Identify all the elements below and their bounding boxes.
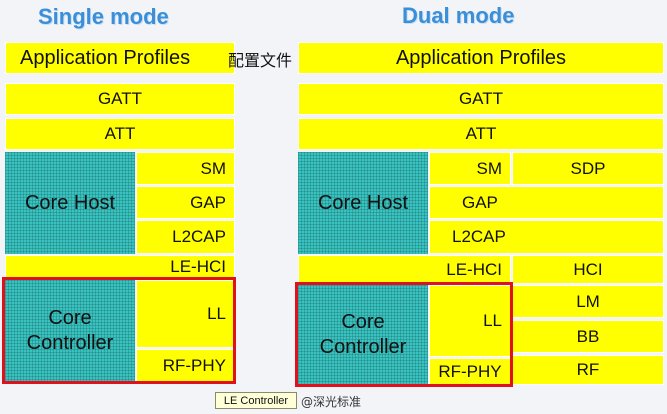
dual-l2cap: L2CAP <box>429 220 664 254</box>
watermark: @深光标准 <box>301 395 362 409</box>
single-controller-highlight <box>2 277 236 384</box>
dual-rf-phy: RF-PHY <box>429 358 511 385</box>
dual-sdp: SDP <box>512 152 664 185</box>
dual-core-host: Core Host <box>298 152 428 254</box>
single-gatt: GATT <box>5 83 235 115</box>
dual-att: ATT <box>298 118 664 150</box>
dual-bb: BB <box>512 320 664 353</box>
single-mode-title: Single mode <box>38 4 169 29</box>
dual-controller-highlight <box>295 282 513 387</box>
single-sm: SM <box>136 152 235 185</box>
dual-ll: LL <box>429 285 511 357</box>
single-att: ATT <box>5 118 235 150</box>
le-controller-label: LE Controller <box>215 392 297 409</box>
single-core-controller: Core Controller <box>5 280 135 382</box>
dual-lm: LM <box>512 285 664 318</box>
single-l2cap: L2CAP <box>136 220 235 254</box>
dual-rf: RF <box>512 355 664 385</box>
dual-gatt: GATT <box>298 83 664 115</box>
single-gap: GAP <box>136 186 235 219</box>
dual-sm: SM <box>429 152 511 185</box>
single-core-host: Core Host <box>5 152 135 254</box>
single-le-hci: LE-HCI <box>5 255 235 279</box>
dual-application-profiles: Application Profiles <box>298 42 664 74</box>
dual-gap: GAP <box>429 186 664 219</box>
single-rf-phy: RF-PHY <box>136 349 235 382</box>
single-ll: LL <box>136 280 235 348</box>
dual-le-hci: LE-HCI <box>298 255 511 284</box>
dual-hci: HCI <box>512 255 664 284</box>
dual-mode-title: Dual mode <box>402 3 515 28</box>
dual-core-controller: Core Controller <box>298 285 428 385</box>
single-application-profiles: Application Profiles <box>5 42 235 74</box>
profiles-annotation: 配置文件 <box>228 51 293 70</box>
